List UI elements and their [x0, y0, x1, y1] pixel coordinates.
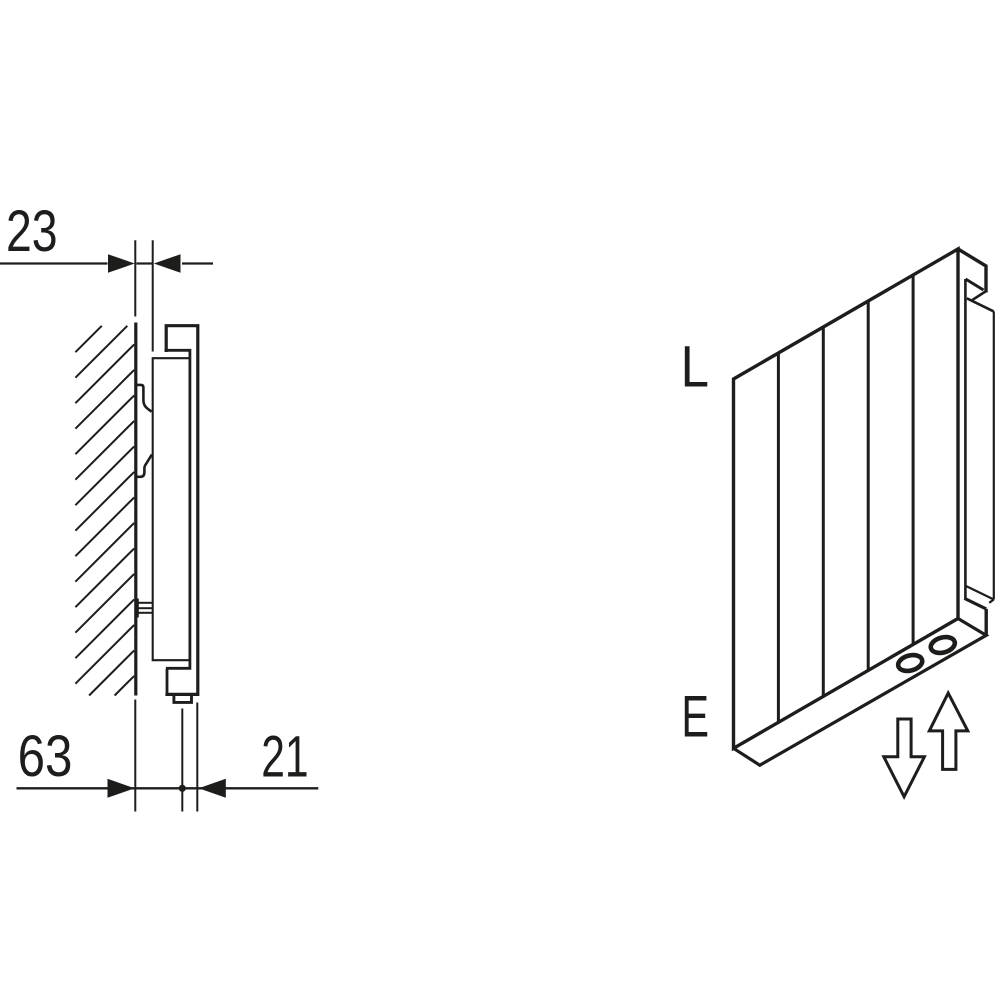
- svg-text:21: 21: [261, 724, 308, 789]
- svg-text:63: 63: [18, 724, 73, 789]
- svg-text:L: L: [681, 334, 709, 399]
- svg-text:23: 23: [6, 199, 58, 264]
- svg-text:E: E: [681, 683, 709, 749]
